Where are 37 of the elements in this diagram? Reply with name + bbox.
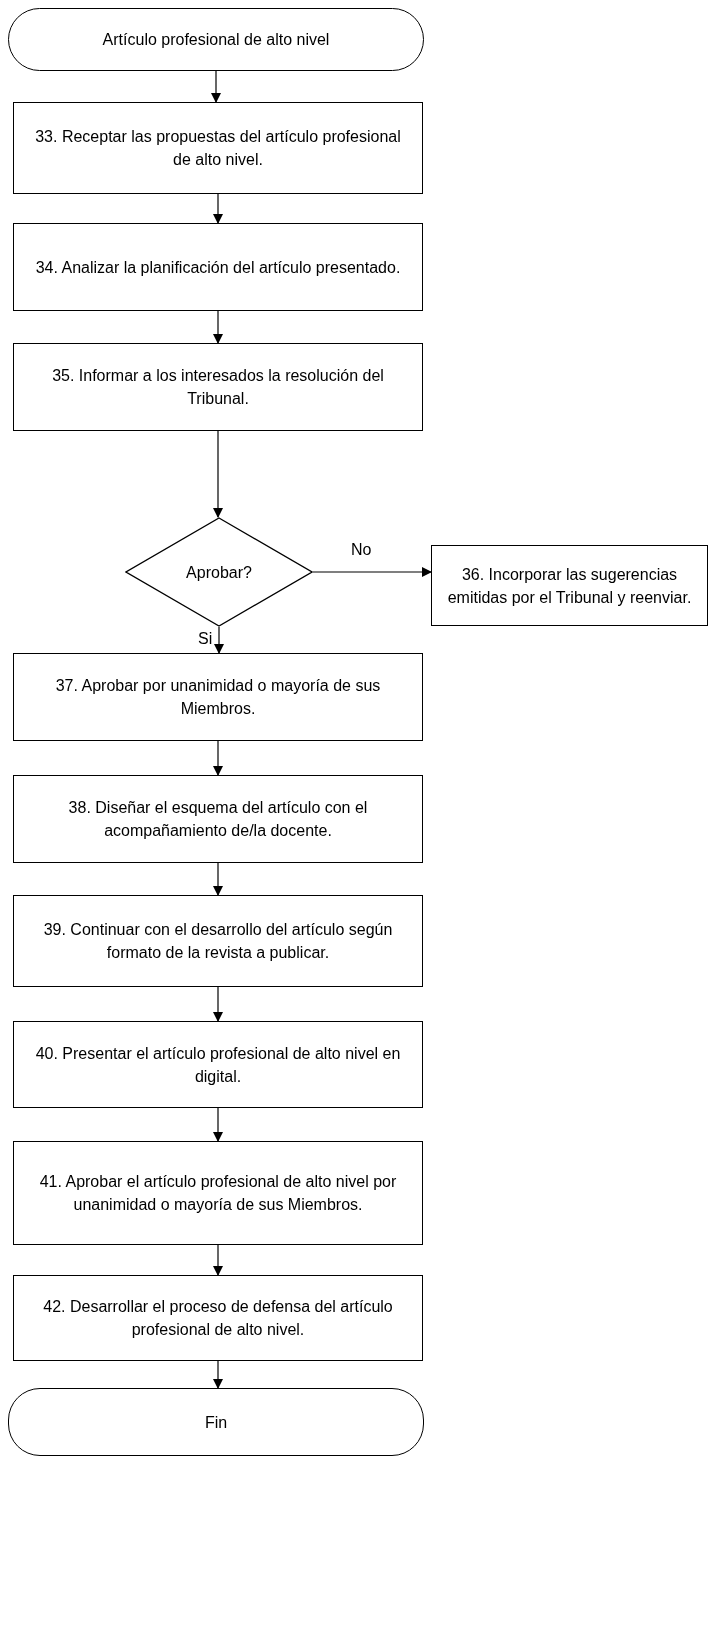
arrow bbox=[213, 1107, 223, 1142]
process-box bbox=[13, 102, 423, 194]
decision-diamond bbox=[125, 517, 313, 627]
process-box bbox=[13, 775, 423, 863]
arrow bbox=[312, 567, 432, 577]
node-text: 36. Incorporar las sugerencias emitidas por el Tribunal y reenviar. bbox=[446, 564, 693, 608]
arrow bbox=[213, 1360, 223, 1389]
node-text: 34. Analizar la planificación del artículo presentado. bbox=[35, 257, 401, 278]
process-box bbox=[13, 223, 423, 311]
arrow bbox=[214, 626, 224, 654]
arrow bbox=[211, 70, 221, 103]
node-text: 41. Aprobar el artículo profesional de alto nivel por unanimidad o mayoría de sus Miembros. bbox=[38, 1172, 398, 1215]
node-text: Aprobar? bbox=[186, 562, 252, 583]
node-text: 33. Receptar las propuestas del artículo profesional de alto nivel. bbox=[34, 127, 402, 170]
process-box bbox=[431, 545, 708, 626]
node-text: Artículo profesional de alto nivel bbox=[102, 30, 330, 50]
arrow bbox=[213, 986, 223, 1022]
node-text: 42. Desarrollar el proceso de defensa del artículo profesional de alto nivel. bbox=[42, 1297, 394, 1340]
arrow bbox=[213, 862, 223, 896]
arrow bbox=[213, 310, 223, 344]
arrow bbox=[213, 193, 223, 224]
process-box bbox=[13, 1275, 423, 1361]
terminal-shape bbox=[8, 1388, 424, 1456]
process-box bbox=[13, 895, 423, 987]
process-box bbox=[13, 343, 423, 431]
node-text: Fin bbox=[204, 1412, 228, 1433]
node-text: 40. Presentar el artículo profesional de alto nivel en digital. bbox=[34, 1043, 402, 1087]
node-text: 39. Continuar con el desarrollo del artículo según formato de la revista a publicar. bbox=[42, 920, 394, 963]
arrow bbox=[213, 1244, 223, 1276]
process-box bbox=[13, 1141, 423, 1245]
process-box bbox=[13, 653, 423, 741]
arrow bbox=[213, 430, 223, 518]
node-text: 35. Informar a los interesados la resolución del Tribunal. bbox=[51, 366, 385, 409]
node-text: 38. Diseñar el esquema del artículo con el acompañamiento de/la docente. bbox=[67, 798, 369, 841]
process-box bbox=[13, 1021, 423, 1108]
node-text: 37. Aprobar por unanimidad o mayoría de sus Miembros. bbox=[54, 676, 382, 719]
arrow bbox=[213, 740, 223, 776]
